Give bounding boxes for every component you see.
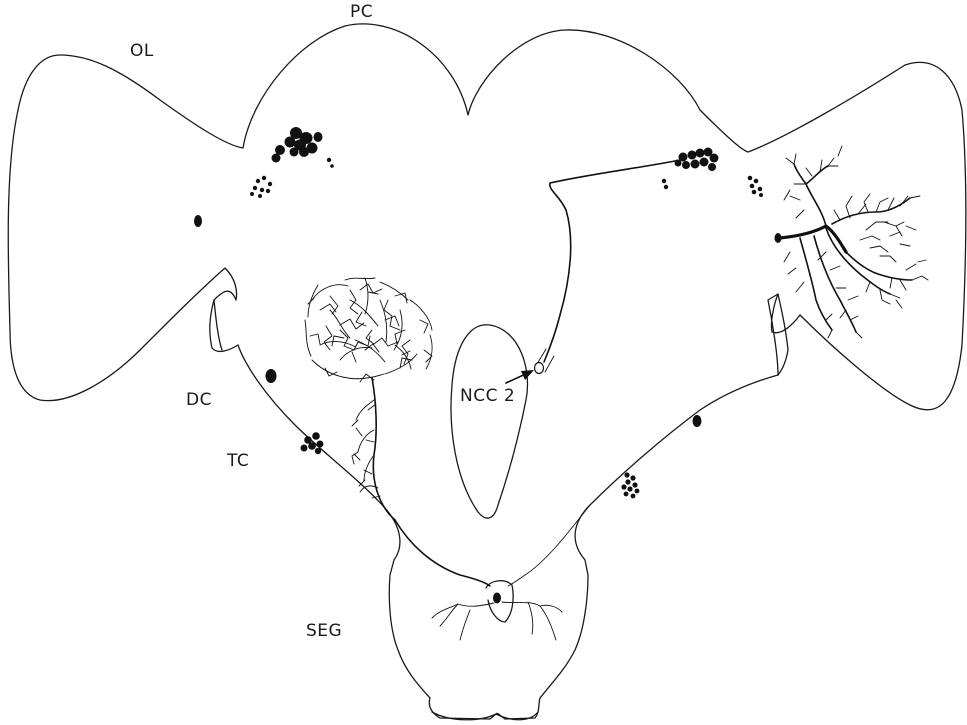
cell-body-left-dc (266, 369, 277, 383)
label-tc: TC (226, 451, 249, 471)
cell-cluster-right-tc (621, 472, 639, 498)
right-tract-to-seg (508, 505, 590, 586)
brain-outline (8, 24, 966, 719)
left-arborization (305, 278, 432, 382)
left-tract-to-seg (395, 520, 490, 586)
label-dc: DC (186, 390, 212, 410)
cell-cluster-left-small (250, 176, 272, 198)
label-ncc2: NCC 2 (460, 386, 515, 406)
ncc2-axon (544, 160, 680, 362)
cell-cluster-right-upper (675, 148, 719, 172)
cell-body-right-dc (693, 415, 702, 427)
cell-cluster-tc (301, 432, 324, 454)
label-seg: SEG (306, 621, 342, 641)
label-pc: PC (350, 2, 373, 22)
cell-body-left (194, 215, 202, 227)
label-ol: OL (130, 41, 154, 61)
seg-neurites (432, 602, 562, 640)
right-arborization (780, 146, 928, 338)
ncc2-cut-end (535, 363, 544, 374)
central-foramen (451, 325, 527, 518)
cell-cluster-left-upper (272, 127, 334, 168)
seg-cell-body (493, 593, 501, 604)
right-flap-fold (778, 294, 788, 375)
cell-cluster-right-small (662, 176, 763, 197)
left-flap-fold (214, 300, 222, 350)
